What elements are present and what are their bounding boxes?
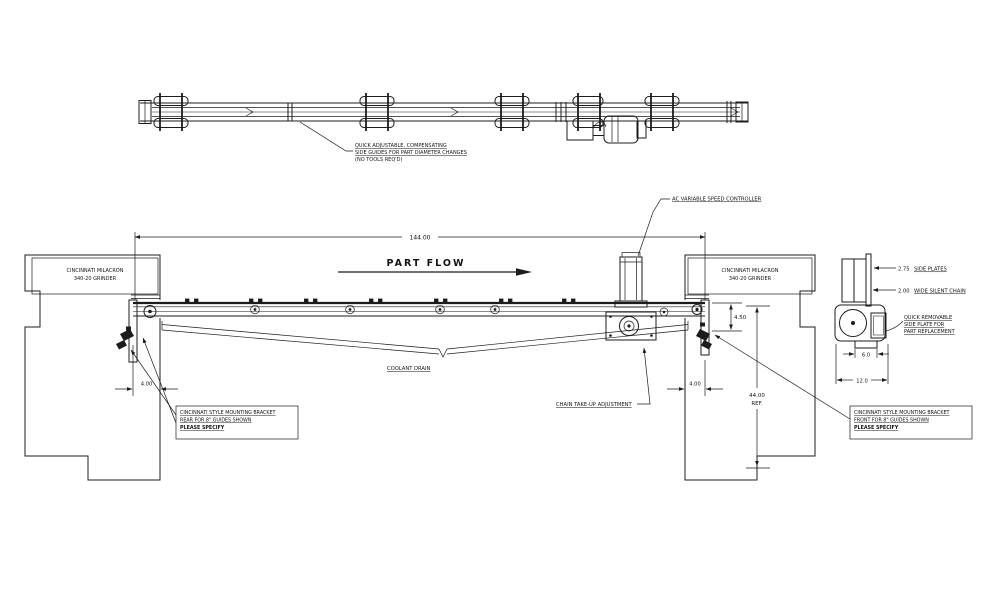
chain-takeup-note: CHAIN TAKE-UP ADJUSTMENT — [556, 347, 651, 408]
conveyor-bed — [128, 294, 711, 363]
dim-right-offset: 4.00 — [667, 360, 723, 396]
dim-bed-height: 4.50 — [712, 302, 747, 332]
end-view: 2.75 SIDE PLATES 2.00 WIDE SILENT CHAIN … — [834, 253, 966, 385]
dim-chain-width: 2.00 WIDE SILENT CHAIN — [872, 288, 966, 295]
chain-housing-section — [834, 304, 887, 349]
side-guide-cluster — [494, 93, 530, 131]
removable-plate-note-line2: SIDE PLATE FOR — [904, 322, 945, 328]
rail-joint — [287, 103, 293, 121]
left-bracket-note: CINCINNATI STYLE MOUNTING BRACKET REAR F… — [130, 337, 299, 440]
chain-takeup-label: CHAIN TAKE-UP ADJUSTMENT — [556, 402, 633, 408]
left-grinder-outline — [24, 254, 161, 481]
left-bracket-note-line2: REAR FOR 8" GUIDES SHOWN — [180, 418, 252, 424]
drive-joint-cluster — [555, 93, 604, 131]
chain-width-label: WIDE SILENT CHAIN — [914, 289, 966, 295]
side-guide-cluster — [644, 93, 680, 131]
dim-overall-length: 144.00 — [134, 232, 706, 303]
guide-clamp-nubs — [185, 298, 576, 303]
right-bracket-note-line2: FRONT FOR 8" GUIDES SHOWN — [854, 418, 929, 424]
dim-block-width-text: 6.0 — [862, 353, 870, 359]
left-sprocket — [143, 305, 157, 318]
dim-ref-height-value: 44.00 — [749, 393, 765, 399]
dim-right-offset-text: 4.00 — [689, 382, 701, 388]
machine-label-left-line2: 340-20 GRINDER — [74, 276, 117, 282]
ac-controller: AC VARIABLE SPEED CONTROLLER — [614, 197, 762, 308]
leader-right-bracket — [714, 334, 851, 420]
part-flow-label: PART FLOW — [387, 258, 466, 269]
right-grinder-outline — [684, 254, 816, 481]
coolant-drain-pan: COOLANT DRAIN — [161, 321, 689, 372]
right-sprocket — [691, 304, 703, 315]
dim-bed-height-text: 4.50 — [734, 315, 747, 321]
rail-end-right — [726, 101, 749, 123]
leader-ac-controller — [637, 198, 670, 257]
right-bracket-note-line1: CINCINNATI STYLE MOUNTING BRACKET — [854, 410, 950, 416]
dim-base-width: 12.0 — [835, 344, 889, 385]
drive-unit — [605, 307, 669, 341]
dim-left-offset: 4.00 — [115, 345, 178, 396]
dim-block-width: 6.0 — [843, 349, 889, 359]
dim-side-plates-value: 2.75 — [898, 267, 910, 273]
dim-overall-length-text: 144.00 — [410, 235, 431, 242]
dim-ref-height-ref: REF. — [751, 401, 763, 407]
right-end-plate — [700, 299, 710, 356]
dim-ref-height: 44.00 REF. — [746, 305, 770, 469]
side-guides-note-line2: SIDE GUIDES FOR PART DIAMETER CHANGES — [355, 150, 467, 156]
part-flow: PART FLOW — [338, 258, 532, 276]
left-bracket-note-line1: CINCINNATI STYLE MOUNTING BRACKET — [180, 410, 276, 416]
side-guide-cluster — [359, 93, 395, 131]
dim-base-width-text: 12.0 — [856, 379, 868, 385]
flow-chevrons — [245, 107, 739, 117]
machine-label-right-line2: 340-20 GRINDER — [729, 276, 772, 282]
side-plates-label: SIDE PLATES — [914, 267, 947, 273]
removable-side-plate — [870, 312, 887, 339]
leader-left-bracket-2 — [142, 337, 177, 424]
dim-chain-width-value: 2.00 — [898, 289, 910, 295]
right-mounting-bracket — [696, 322, 712, 350]
right-grinder-label: CINCINNATI MILACRON 340-20 GRINDER — [687, 257, 813, 295]
left-grinder-label: CINCINNATI MILACRON 340-20 GRINDER — [31, 257, 159, 295]
drive-motor-plan — [566, 115, 647, 144]
removable-plate-note-line1: QUICK REMOVABLE — [904, 315, 952, 321]
machine-label-right-line1: CINCINNATI MILACRON — [722, 268, 779, 274]
side-guides-note-line1: QUICK ADJUSTABLE, COMPENSATING — [355, 143, 447, 149]
leader-side-guides — [299, 121, 353, 152]
side-guide-cluster — [153, 93, 189, 131]
dim-side-plates: 2.75 SIDE PLATES — [873, 266, 947, 273]
left-bracket-note-line3: PLEASE SPECIFY — [180, 425, 225, 431]
elevation-view: CINCINNATI MILACRON 340-20 GRINDER CINCI… — [24, 197, 973, 481]
conveyor-plan-rails — [138, 100, 748, 124]
machine-label-left-line1: CINCINNATI MILACRON — [67, 268, 124, 274]
idler-bolts — [250, 304, 500, 315]
dim-left-offset-text: 4.00 — [141, 382, 153, 388]
mount-base-block — [854, 340, 878, 349]
removable-plate-note: QUICK REMOVABLE SIDE PLATE FOR PART REPL… — [885, 315, 956, 335]
side-guides-note: QUICK ADJUSTABLE, COMPENSATING SIDE GUID… — [299, 121, 467, 163]
removable-plate-note-line3: PART REPLACEMENT — [904, 329, 956, 335]
leader-removable-plate — [885, 320, 904, 332]
part-flow-arrow-head — [516, 268, 532, 276]
right-bracket-note-line3: PLEASE SPECIFY — [854, 425, 899, 431]
plan-view: QUICK ADJUSTABLE, COMPENSATING SIDE GUID… — [138, 93, 749, 163]
coolant-drain-label: COOLANT DRAIN — [387, 366, 431, 372]
leader-chain-takeup — [637, 347, 651, 405]
right-bracket-note: CINCINNATI STYLE MOUNTING BRACKET FRONT … — [714, 334, 973, 440]
left-mounting-bracket — [116, 326, 134, 350]
ac-controller-label: AC VARIABLE SPEED CONTROLLER — [672, 197, 762, 203]
side-plates-section — [841, 253, 872, 307]
side-guides-note-line3: (NO TOOLS REQ'D) — [355, 157, 402, 163]
